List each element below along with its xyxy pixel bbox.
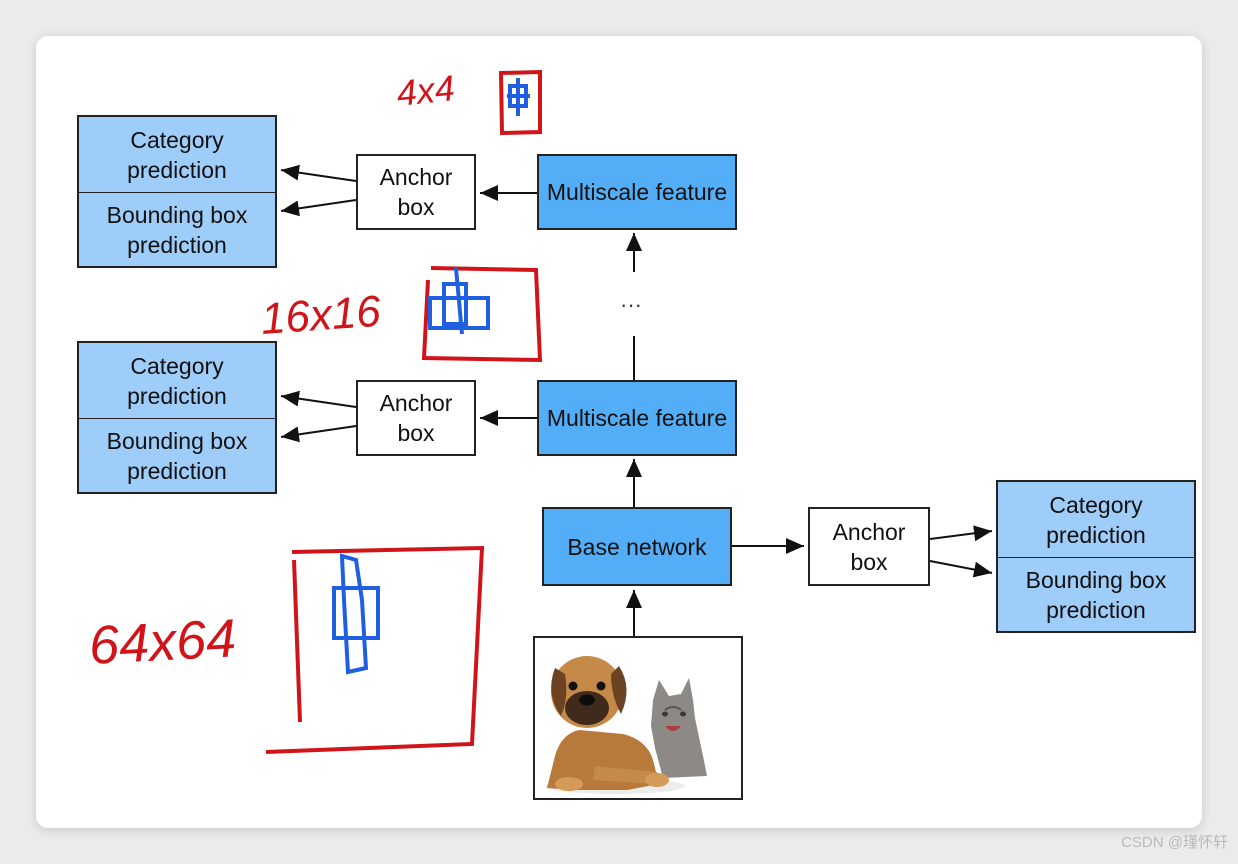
base-network: Base network bbox=[542, 507, 732, 586]
arrow-anchor-mid-to-bbox bbox=[280, 425, 357, 443]
bbox-prediction-top: Bounding box prediction bbox=[77, 192, 277, 268]
annotation-label-4x4: 4x4 bbox=[395, 67, 457, 114]
arrow-anchor-right-to-bbox bbox=[929, 560, 993, 578]
arrow-anchor-top-to-category bbox=[280, 164, 357, 182]
input-image bbox=[533, 636, 743, 800]
feature-box-16x16 bbox=[421, 266, 543, 363]
arrow-anchor-right-to-category bbox=[929, 525, 993, 542]
annotation-label-64x64: 64x64 bbox=[87, 608, 237, 676]
anchor-sketch-4x4 bbox=[507, 78, 530, 116]
bbox-prediction-mid: Bounding box prediction bbox=[77, 418, 277, 494]
ellipsis: ··· bbox=[620, 292, 642, 317]
multiscale-feature-mid: Multiscale feature bbox=[537, 380, 737, 456]
anchor-box-right: Anchor box bbox=[808, 507, 930, 586]
feature-box-64x64 bbox=[265, 545, 485, 754]
category-prediction-mid: Category prediction bbox=[77, 341, 277, 419]
category-prediction-right: Category prediction bbox=[996, 480, 1196, 558]
dog-cat-illustration bbox=[535, 638, 741, 798]
anchor-sketch-16x16 bbox=[428, 267, 490, 335]
anchor-sketch-64x64 bbox=[332, 553, 380, 675]
anchor-box-top: Anchor box bbox=[356, 154, 476, 230]
multiscale-feature-top: Multiscale feature bbox=[537, 154, 737, 230]
feature-box-4x4 bbox=[498, 69, 542, 136]
bbox-prediction-right: Bounding box prediction bbox=[996, 557, 1196, 633]
anchor-box-mid: Anchor box bbox=[356, 380, 476, 456]
watermark: CSDN @瑾怀轩 bbox=[1121, 834, 1228, 851]
category-prediction-top: Category prediction bbox=[77, 115, 277, 193]
arrow-anchor-mid-to-category bbox=[280, 390, 357, 408]
annotation-label-16x16: 16x16 bbox=[259, 287, 383, 344]
arrow-anchor-top-to-bbox bbox=[280, 199, 357, 217]
